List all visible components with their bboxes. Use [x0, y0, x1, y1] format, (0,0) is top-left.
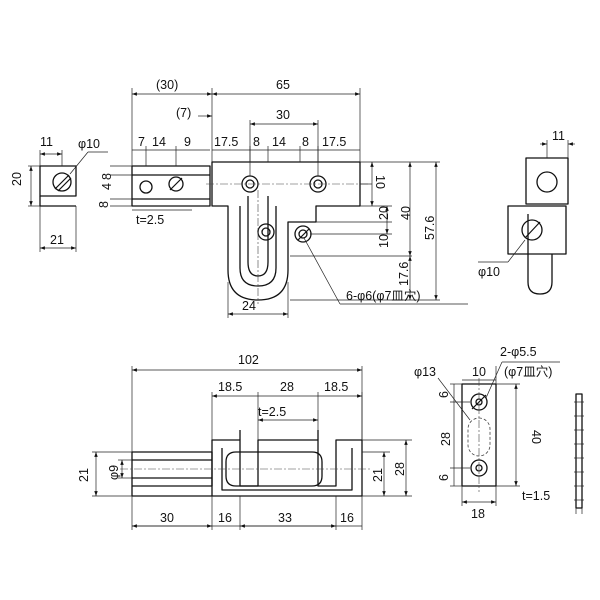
label-17-5a: 17.5: [214, 135, 238, 149]
label-7: 7: [138, 135, 145, 149]
label-8a: 8: [253, 135, 260, 149]
label-7-paren: (7): [176, 106, 191, 120]
label-40-plate: 40: [529, 430, 543, 444]
label-20: 20: [10, 172, 24, 186]
label-18: 18: [471, 507, 485, 521]
side-view-left: [28, 150, 108, 252]
label-30-bottom: 30: [160, 511, 174, 525]
label-phi10-right: φ10: [478, 265, 500, 279]
label-17-6: 17.6: [397, 262, 411, 286]
label-21-bottom-right: 21: [371, 468, 385, 482]
label-20-right: 20: [377, 206, 391, 220]
label-65: 65: [276, 78, 290, 92]
label-8b: 8: [302, 135, 309, 149]
label-8-left: 8: [97, 201, 111, 208]
label-phi10: φ10: [78, 137, 100, 151]
label-30-inner: 30: [276, 108, 290, 122]
label-hole-note: 6-φ6(φ7皿穴): [346, 288, 421, 303]
label-30-paren: (30): [156, 78, 178, 92]
label-102: 102: [238, 353, 259, 367]
label-10b: 10: [377, 234, 391, 248]
label-21-bottom-left: 21: [77, 468, 91, 482]
label-16b: 16: [340, 511, 354, 525]
plate-view: [437, 361, 584, 514]
label-17-5b: 17.5: [322, 135, 346, 149]
label-9: 9: [184, 135, 191, 149]
label-14b: 14: [272, 135, 286, 149]
label-28-plate: 28: [439, 432, 453, 446]
label-6b: 6: [437, 474, 451, 481]
label-6a: 6: [437, 391, 451, 398]
label-t1-5: t=1.5: [522, 489, 550, 503]
label-40-right: 40: [399, 206, 413, 220]
label-t2-5-top: t=2.5: [136, 213, 164, 227]
front-view-bottom: [92, 366, 412, 530]
label-18-5a: 18.5: [218, 380, 242, 394]
label-8-left-b: 8: [100, 173, 114, 180]
label-21: 21: [50, 233, 64, 247]
front-view-top: [110, 88, 468, 318]
label-hole-note-2: 2-φ5.5: [500, 345, 537, 359]
label-phi9: φ9: [107, 465, 121, 480]
label-11: 11: [40, 135, 53, 149]
label-4-left: 4: [100, 183, 114, 190]
label-24: 24: [242, 299, 256, 313]
label-14a: 14: [152, 135, 166, 149]
label-t2-5-bottom: t=2.5: [258, 405, 286, 419]
label-33: 33: [278, 511, 292, 525]
label-hole-note-3: (φ7皿穴): [504, 364, 552, 379]
label-28-right: 28: [393, 462, 407, 476]
label-10a: 10: [373, 175, 387, 189]
label-11-right: 11: [552, 129, 565, 143]
label-57-6: 57.6: [423, 216, 437, 240]
label-18-5b: 18.5: [324, 380, 348, 394]
side-view-right: [478, 140, 575, 295]
label-16a: 16: [218, 511, 232, 525]
label-28-top: 28: [280, 380, 294, 394]
label-10-plate: 10: [472, 365, 486, 379]
label-phi13: φ13: [414, 365, 436, 379]
